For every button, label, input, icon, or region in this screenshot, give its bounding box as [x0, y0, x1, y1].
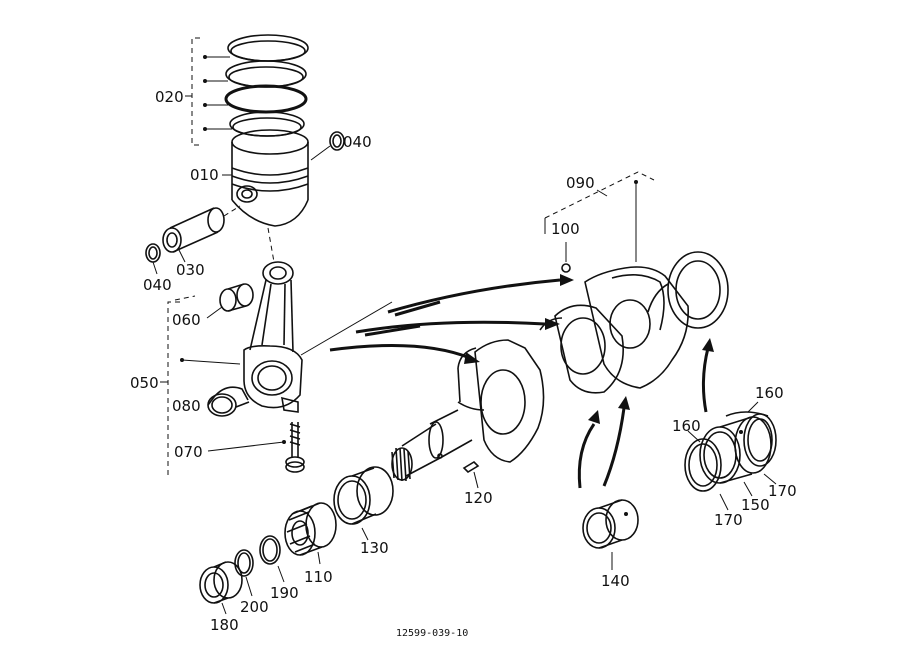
- front-bushing-130: [333, 466, 394, 541]
- circlip-upper: [310, 131, 345, 161]
- callout-150: 150: [741, 496, 770, 514]
- callout-100: 100: [551, 220, 580, 238]
- callout-060: 060: [172, 311, 201, 329]
- callout-130: 130: [360, 539, 389, 557]
- callout-070: 070: [174, 443, 203, 461]
- callout-080: 080: [172, 397, 201, 415]
- callout-160-left: 160: [672, 417, 701, 435]
- rear-bearing-assembly: [684, 401, 777, 511]
- callout-110: 110: [304, 568, 333, 586]
- big-end-bearing: [207, 386, 250, 417]
- crank-bracket: [544, 171, 655, 273]
- callout-170-right: 170: [768, 482, 797, 500]
- small-end-bushing: [206, 283, 254, 319]
- piston: [231, 129, 309, 263]
- circlip-lower: [145, 243, 161, 263]
- callout-010: 010: [190, 166, 219, 184]
- callout-170-left: 170: [714, 511, 743, 529]
- callout-030: 030: [176, 261, 205, 279]
- callout-190: 190: [270, 584, 299, 602]
- piston-rings: [224, 34, 309, 137]
- rod-bracket: [160, 295, 241, 478]
- drawing-number: 12599-039-10: [396, 628, 468, 639]
- assembly-arrows: [329, 274, 714, 489]
- ring-200: [234, 549, 254, 597]
- callout-140: 140: [601, 572, 630, 590]
- callout-180: 180: [210, 616, 239, 634]
- piston-pin: [162, 205, 241, 253]
- main-bearing: [582, 499, 639, 570]
- callout-090: 090: [566, 174, 595, 192]
- collar-180: [199, 561, 243, 615]
- callout-120: 120: [464, 489, 493, 507]
- ring-190: [259, 535, 285, 583]
- callout-160-right: 160: [755, 384, 784, 402]
- crankshaft: [391, 251, 729, 482]
- callout-040-upper: 040: [343, 133, 372, 151]
- callout-050: 050: [130, 374, 159, 392]
- callout-200: 200: [240, 598, 269, 616]
- connecting-rod: [243, 261, 393, 413]
- callout-040-lower: 040: [143, 276, 172, 294]
- callout-020: 020: [155, 88, 184, 106]
- rod-bolt: [207, 422, 305, 473]
- crank-gear-110: [284, 502, 337, 565]
- rings-bracket: [185, 37, 232, 146]
- key: [462, 460, 480, 489]
- callout-labels: 020 010 040 030 040 060 050 080 070 090 …: [130, 88, 797, 634]
